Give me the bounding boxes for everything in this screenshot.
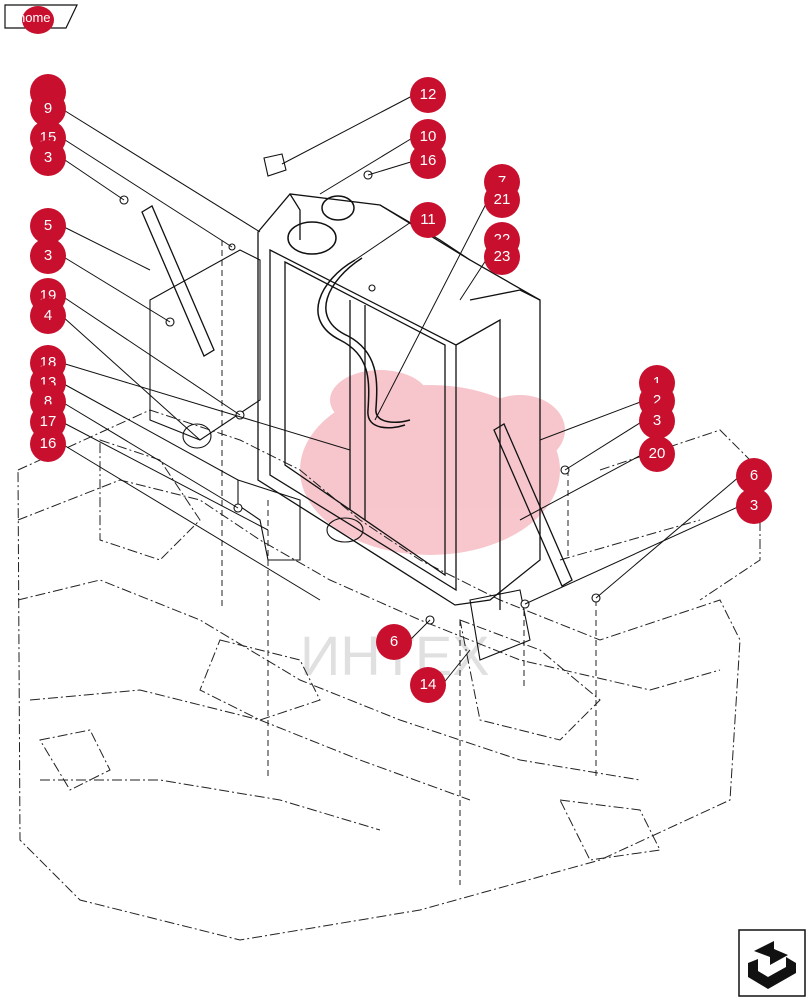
callout-14-28[interactable]: 14	[410, 667, 446, 703]
hoses	[287, 195, 411, 429]
callout-4-7[interactable]: 4	[30, 298, 66, 334]
callout-21-18[interactable]: 21	[484, 182, 520, 218]
leader-lines	[61, 94, 741, 686]
watermark-logo	[300, 370, 565, 555]
callout-3-23[interactable]: 3	[639, 403, 675, 439]
home-button[interactable]: home	[4, 4, 78, 34]
callout-6-27[interactable]: 6	[376, 624, 412, 660]
home-badge	[22, 6, 54, 34]
callout-23-20[interactable]: 23	[484, 239, 520, 275]
home-label: home	[18, 10, 51, 25]
chassis-frame	[17, 409, 761, 941]
callout-3-3[interactable]: 3	[30, 140, 66, 176]
support-stays	[141, 205, 573, 587]
callout-16-15[interactable]: 16	[410, 143, 446, 179]
callout-12-13[interactable]: 12	[410, 77, 446, 113]
callout-20-24[interactable]: 20	[639, 436, 675, 472]
callout-16-12[interactable]: 16	[30, 426, 66, 462]
arrow-icon	[738, 929, 806, 997]
callout-3-5[interactable]: 3	[30, 238, 66, 274]
radiator-assembly	[257, 193, 541, 610]
callout-11-16[interactable]: 11	[410, 202, 446, 238]
next-arrow-button[interactable]	[738, 929, 806, 997]
callout-3-26[interactable]: 3	[736, 488, 772, 524]
